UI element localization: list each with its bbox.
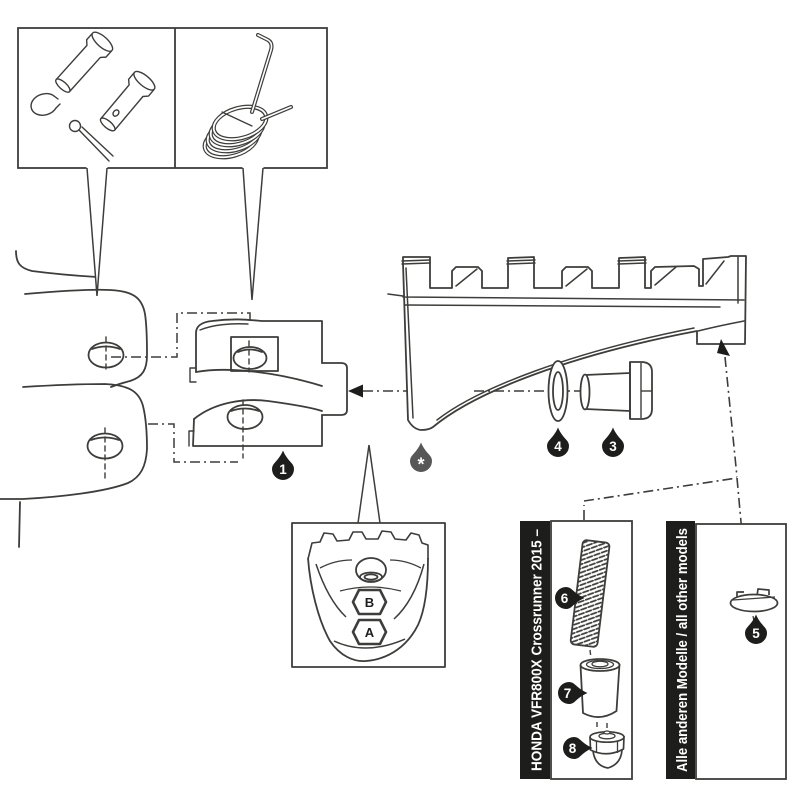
leader-to-frame [86, 166, 108, 297]
part-label-star: * [410, 442, 432, 475]
adjust-marker-a: A [351, 618, 388, 646]
leader-to-end-view [357, 444, 381, 524]
clevis-pin-1 [55, 31, 114, 93]
other-models-banner-text: Alle anderen Modelle / all other models [674, 528, 691, 772]
other-models-banner: Alle anderen Modelle / all other models [666, 521, 695, 779]
marker-b-text: B [365, 595, 374, 610]
clevis-pins-and-clips [30, 31, 156, 162]
spacer-sleeve [579, 658, 621, 718]
part-label-7-text: 7 [564, 686, 572, 701]
pivot-bolt [579, 361, 653, 420]
cotter-pin [68, 119, 114, 162]
assembly-arrow-left [348, 384, 409, 398]
part-label-1-text: 1 [279, 462, 287, 477]
part-label-1: 1 [272, 450, 294, 480]
part-labels: 1 * 4 3 5 6 7 8 [272, 427, 767, 759]
part-label-6-text: 6 [561, 591, 569, 606]
marker-a-text: A [365, 625, 375, 640]
footpeg-details [387, 256, 745, 421]
footpeg-end-view-box: B A [291, 522, 446, 668]
hardware-detail-box [17, 27, 328, 301]
clevis-pin-2 [99, 70, 156, 132]
return-spring [202, 33, 293, 160]
part-label-7: 7 [558, 682, 588, 704]
part-label-6: 6 [555, 587, 585, 609]
frame-mounting-lugs [0, 250, 148, 548]
honda-banner-text: HONDA VFR800X Crossrunner 2015 – [529, 529, 546, 771]
stack-axis-dashes [589, 649, 608, 729]
part-label-5-text: 5 [752, 626, 760, 641]
footpeg [387, 255, 747, 431]
adjust-marker-b: B [351, 588, 388, 616]
washer [547, 360, 569, 422]
part-label-3-text: 3 [609, 439, 617, 454]
snap-ring [30, 92, 61, 116]
part-label-4-text: 4 [554, 439, 562, 454]
part-label-8: 8 [563, 737, 593, 759]
mount-adapter-bracket [188, 318, 348, 459]
honda-banner: HONDA VFR800X Crossrunner 2015 – [520, 521, 550, 779]
part-label-star-text: * [417, 455, 424, 475]
part-label-8-text: 8 [569, 741, 577, 756]
leader-to-bracket [242, 166, 264, 301]
part-label-5: 5 [745, 614, 767, 644]
threaded-rod [569, 539, 611, 648]
other-models-parts-box [695, 523, 787, 780]
dome-nut [589, 730, 625, 769]
alignment-leader-lines [111, 312, 251, 463]
cover-cap [729, 588, 779, 622]
part-label-3: 3 [602, 427, 624, 457]
part-label-4: 4 [547, 427, 569, 457]
